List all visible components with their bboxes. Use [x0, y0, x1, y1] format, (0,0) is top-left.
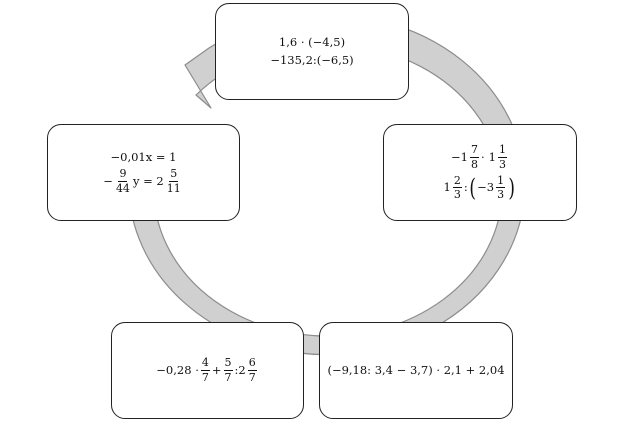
expression-line: 1,6 · (−4,5): [278, 35, 346, 50]
fraction: 1 3: [496, 173, 506, 202]
mixed-number: −3 1 3: [477, 173, 507, 202]
fraction: 7 8: [469, 143, 479, 171]
left-parenthesis: (: [469, 173, 476, 202]
fraction: 4 7: [200, 356, 210, 384]
fraction-denominator: 44: [115, 181, 130, 195]
mixed-number: −1 7 8: [451, 144, 481, 170]
fraction-numerator: 1: [496, 173, 506, 189]
equation-line: −0,01x = 1: [110, 149, 177, 164]
fraction-denominator: 7: [224, 371, 232, 384]
operator: :: [463, 179, 468, 194]
fraction-denominator: 8: [470, 157, 478, 171]
fraction-numerator: 5: [223, 356, 233, 371]
operator: +: [211, 362, 222, 377]
whole-part: 1: [488, 149, 496, 164]
operator: :2: [234, 362, 246, 377]
whole-part: −3: [477, 179, 495, 194]
fraction-numerator: 6: [247, 356, 257, 371]
expression-prefix: −0,28 ·: [156, 362, 199, 377]
mixed-number: 1 1 3: [489, 144, 509, 170]
fraction-denominator: 7: [201, 371, 209, 384]
fraction: 6 7: [247, 356, 257, 384]
fraction-numerator: 9: [118, 167, 128, 182]
fraction-denominator: 7: [248, 371, 256, 384]
equation-line: − 9 44 y = 2 5 11: [103, 168, 183, 194]
expression-card-top: 1,6 · (−4,5) −135,2:(−6,5): [215, 3, 409, 100]
fraction: 5 11: [166, 168, 182, 194]
mixed-number: 1 2 3: [443, 173, 464, 202]
expression-card-bottom-left: −0,28 · 4 7 + 5 7 :2 6 7: [111, 322, 304, 419]
expression-line: (−9,18: 3,4 − 3,7) · 2,1 + 2,04: [327, 362, 505, 377]
fraction-denominator: 3: [453, 188, 461, 202]
fraction: 1 3: [497, 143, 507, 171]
expression-line: −135,2:(−6,5): [270, 52, 354, 67]
expression-line: −0,28 · 4 7 + 5 7 :2 6 7: [156, 357, 258, 383]
fraction-denominator: 3: [497, 188, 505, 202]
fraction-denominator: 3: [498, 157, 506, 171]
expression-card-bottom-right: (−9,18: 3,4 − 3,7) · 2,1 + 2,04: [319, 322, 513, 419]
operator: ·: [480, 149, 485, 164]
fraction: 2 3: [452, 173, 462, 202]
whole-part: −1: [451, 149, 468, 164]
right-parenthesis: ): [508, 173, 516, 202]
fraction-numerator: 2: [452, 173, 462, 189]
minus-sign: −: [103, 173, 113, 188]
fraction-denominator: 11: [166, 181, 181, 195]
expression-line: 1 2 3 : ( −3 1 3 ): [443, 173, 517, 202]
fraction-numerator: 1: [497, 143, 507, 158]
fraction: 5 7: [223, 356, 233, 384]
expression-card-right: −1 7 8 · 1 1 3 1 2 3 : ( −3: [383, 124, 577, 221]
equation-card-left: −0,01x = 1 − 9 44 y = 2 5 11: [47, 124, 240, 221]
fraction-numerator: 5: [169, 167, 179, 182]
fraction: 9 44: [115, 168, 131, 194]
equation-text: y = 2: [132, 173, 164, 188]
whole-part: 1: [443, 179, 451, 194]
fraction-numerator: 7: [469, 143, 479, 158]
expression-line: −1 7 8 · 1 1 3: [451, 144, 509, 170]
fraction-numerator: 4: [200, 356, 210, 371]
